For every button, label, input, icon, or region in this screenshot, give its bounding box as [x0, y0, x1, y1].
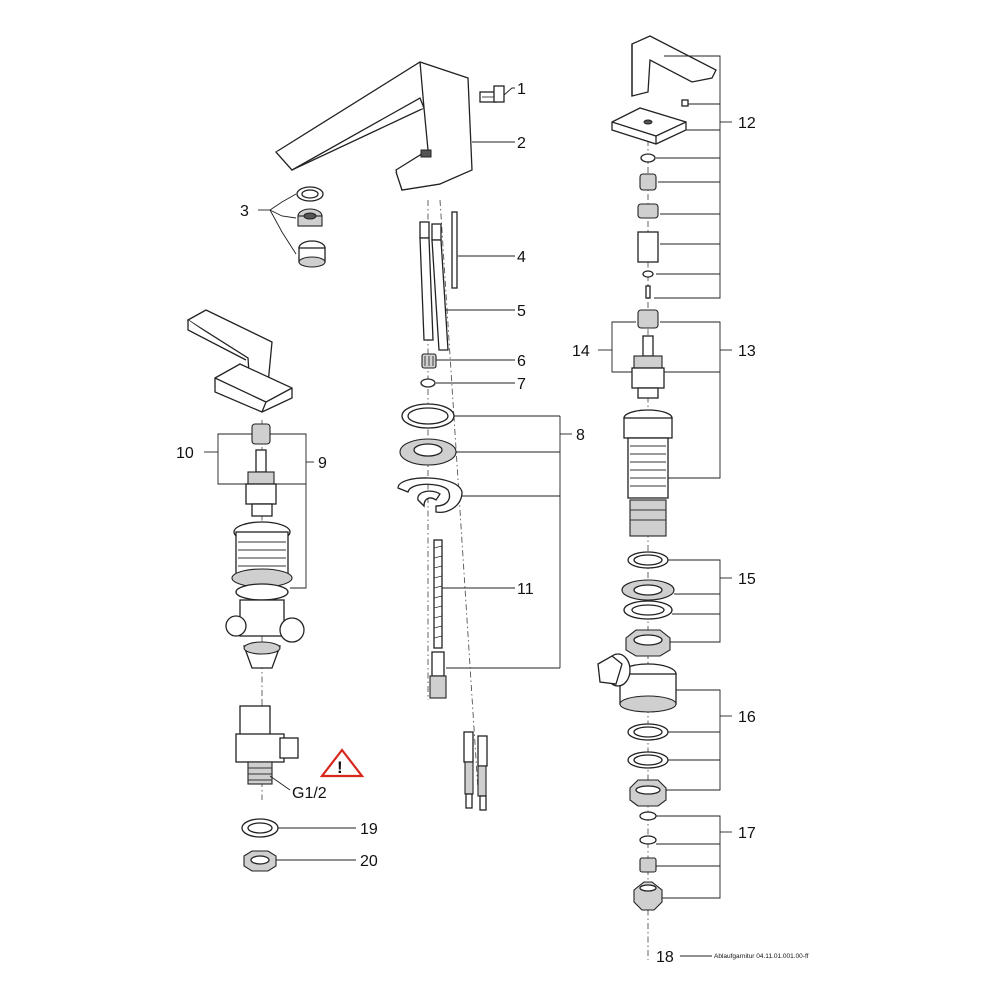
callout-1: 1 — [517, 81, 526, 98]
callout-9: 9 — [318, 455, 327, 472]
right-valve-cartridge — [631, 335, 665, 399]
callout-8: 8 — [576, 427, 585, 444]
left-valve-cartridge — [245, 423, 277, 517]
nut-20 — [243, 850, 277, 872]
threaded-rod — [429, 539, 447, 699]
callout-17: 17 — [738, 825, 756, 842]
callout-15: 15 — [738, 571, 756, 588]
callout-3: 3 — [240, 203, 249, 220]
callout-16: 16 — [738, 709, 756, 726]
left-valve-body — [225, 521, 305, 669]
callout-14: 14 — [572, 343, 590, 360]
callout-2: 2 — [517, 135, 526, 152]
callout-12: 12 — [738, 115, 756, 132]
right-valve-body — [623, 409, 673, 537]
callout-4: 4 — [517, 249, 526, 266]
footer-reference: Ablaufgarnitur 04.11.01.001.00-ff — [714, 953, 809, 960]
thread-size-label: G1/2 — [292, 785, 327, 802]
hoses — [419, 211, 458, 351]
seal-ring-19 — [241, 818, 279, 838]
hose-end-fittings — [463, 731, 488, 811]
callout-5: 5 — [517, 303, 526, 320]
callout-7: 7 — [517, 376, 526, 393]
callout-11: 11 — [517, 581, 534, 598]
right-handle-small-parts — [637, 153, 659, 329]
compression-set-17 — [633, 811, 663, 911]
callout-19: 19 — [360, 821, 378, 838]
supply-tee-fitting — [235, 705, 299, 785]
warning-exclamation: ! — [337, 758, 343, 777]
callout-20: 20 — [360, 853, 378, 870]
callout-10: 10 — [176, 445, 194, 462]
center-axis-hose — [439, 199, 479, 791]
spout-body — [275, 61, 473, 191]
mounting-rings — [397, 403, 463, 513]
warning-icon: ! — [319, 748, 365, 778]
mounting-set-15 — [621, 551, 675, 657]
callout-18: 18 — [656, 949, 674, 966]
left-handle — [186, 309, 293, 413]
callout-6: 6 — [517, 353, 526, 370]
right-handle — [611, 35, 717, 145]
drain-elbow-16 — [597, 653, 677, 807]
check-valve — [420, 353, 437, 388]
leader-lines — [204, 55, 732, 957]
aerator-assembly — [296, 186, 326, 268]
callout-13: 13 — [738, 343, 756, 360]
set-screw-part — [479, 85, 505, 103]
